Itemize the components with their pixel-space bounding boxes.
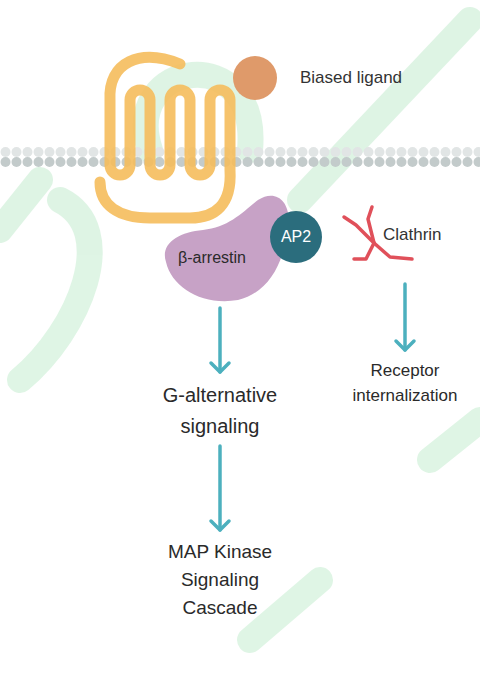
signal-text-node: G-alternative signaling <box>130 380 310 442</box>
ligand-circle <box>233 56 277 100</box>
blob-fill <box>165 196 289 302</box>
flow-arrow <box>211 446 229 530</box>
watermark-strokes <box>0 20 480 640</box>
node-label: Clathrin <box>383 225 478 245</box>
circle-fill <box>270 211 322 263</box>
ap2-circle: AP2 <box>270 211 322 263</box>
ligand-circle: Biased ligand <box>233 56 413 100</box>
membrane-inner-leaflet <box>0 156 480 168</box>
outcome-text-node: Receptor internalization <box>330 358 480 410</box>
arrow-head <box>211 363 229 372</box>
cascade-text-node: MAP Kinase Signaling Cascade <box>150 538 290 628</box>
clathrin-triskelion: Clathrin <box>338 205 480 280</box>
triskelion-leg <box>344 217 374 243</box>
gpcr-receptor <box>100 57 230 218</box>
node-label: β-arrestin <box>162 248 262 268</box>
triskelion-leg <box>354 243 374 259</box>
arrestin-blob: β-arrestin <box>158 192 290 304</box>
arrow-shaft <box>403 284 407 350</box>
arrow-head <box>211 521 229 530</box>
node-label: MAP Kinase Signaling Cascade <box>150 538 290 622</box>
node-label: AP2 <box>270 227 322 247</box>
flow-arrow <box>396 284 414 350</box>
arrow-head <box>396 341 414 350</box>
node-label: Biased ligand <box>300 68 412 88</box>
triskelion-leg <box>374 243 412 259</box>
flow-arrow <box>211 308 229 372</box>
arrow-shaft <box>218 308 222 372</box>
arrestin-blob <box>158 192 290 304</box>
circle-fill <box>233 56 277 100</box>
arrow-shaft <box>218 446 222 530</box>
node-label: Receptor internalization <box>330 358 480 408</box>
node-label: G-alternative signaling <box>130 380 310 442</box>
